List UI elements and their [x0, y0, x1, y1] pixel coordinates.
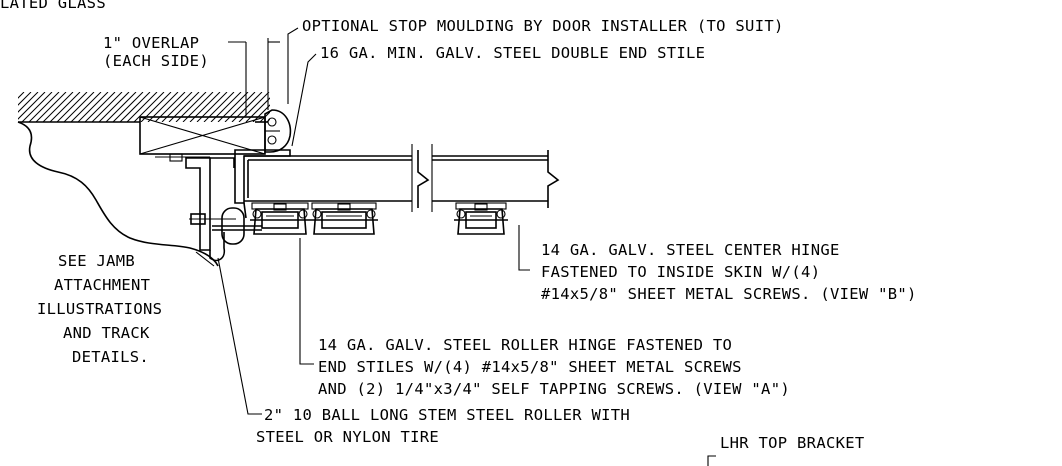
wall-hatch-line: [126, 92, 158, 122]
door-section: [234, 144, 560, 219]
wall-hatch-line: [77, 92, 109, 122]
wall-hatch-line: [21, 92, 53, 122]
wall-hatch-line: [28, 92, 60, 122]
wall-hatch-line: [98, 92, 130, 122]
wall-hatch-line: [63, 92, 95, 122]
wall-hatch-line: [0, 92, 10, 122]
label-glass: LATED GLASS: [0, 0, 106, 12]
annotation-labels: LATED GLASS 1" OVERLAP (EACH SIDE) OPTIO…: [0, 0, 917, 452]
wall-hatch-line: [288, 92, 318, 122]
label-stop-moulding: OPTIONAL STOP MOULDING BY DOOR INSTALLER…: [302, 17, 784, 35]
wall-hatch-line: [91, 92, 123, 122]
overlap-dimension: [228, 38, 280, 116]
wall-hatch-line: [105, 92, 137, 122]
jamb-break-line: [17, 121, 219, 267]
roller-hinge-unit: [454, 202, 508, 235]
roller-hinges: [250, 202, 378, 235]
label-see-jamb-1: SEE JAMB: [58, 252, 135, 270]
stop-moulding-block: [139, 116, 266, 162]
label-roller-hinge-3: AND (2) 1/4"x3/4" SELF TAPPING SCREWS. (…: [318, 380, 790, 398]
label-see-jamb-2: ATTACHMENT: [54, 276, 150, 294]
roller-hinge-unit: [310, 202, 378, 235]
label-overlap-line2: (EACH SIDE): [103, 52, 209, 70]
leader-lines: [195, 27, 716, 466]
double-end-stile: [234, 149, 291, 204]
wall-hatch-line: [49, 92, 81, 122]
wall-hatch-line: [119, 92, 151, 122]
wall-hatch-line: [18, 92, 39, 113]
label-roller-hinge-1: 14 GA. GALV. STEEL ROLLER HINGE FASTENED…: [318, 336, 732, 354]
label-center-hinge-1: 14 GA. GALV. STEEL CENTER HINGE: [541, 241, 840, 259]
label-see-jamb-3: ILLUSTRATIONS: [37, 300, 162, 318]
roller-wheel: [212, 207, 262, 245]
label-see-jamb-5: DETAILS.: [72, 348, 149, 366]
label-roller-1: 2" 10 BALL LONG STEM STEEL ROLLER WITH: [264, 406, 630, 424]
center-hinge: [454, 202, 508, 235]
wall-hatch-line: [42, 92, 74, 122]
wall-hatch-line: [18, 92, 25, 99]
label-roller-2: STEEL OR NYLON TIRE: [256, 428, 439, 446]
label-double-end-stile: 16 GA. MIN. GALV. STEEL DOUBLE END STILE: [320, 44, 705, 62]
label-top-bracket: LHR TOP BRACKET: [720, 434, 864, 452]
label-overlap-line1: 1" OVERLAP: [103, 34, 199, 52]
wall-hatch-line: [0, 92, 17, 122]
label-center-hinge-2: FASTENED TO INSIDE SKIN W/(4): [541, 263, 820, 281]
wall-hatch-line: [70, 92, 102, 122]
wall-hatch-line: [112, 92, 144, 122]
wall-hatch-line: [18, 92, 32, 106]
wall-hatch-line: [18, 92, 46, 120]
wall-hatch-line: [84, 92, 116, 122]
wall-hatch-line: [35, 92, 67, 122]
wall-hatch-line: [56, 92, 88, 122]
label-center-hinge-3: #14x5/8" SHEET METAL SCREWS. (VIEW "B"): [541, 285, 917, 303]
label-roller-hinge-2: END STILES W/(4) #14x5/8" SHEET METAL SC…: [318, 358, 742, 376]
optional-stop-moulding: [264, 109, 292, 153]
label-see-jamb-4: AND TRACK: [63, 324, 150, 342]
wall-jamb: [0, 92, 318, 267]
track-bracket: [185, 157, 236, 262]
wall-hatch-line: [133, 92, 165, 122]
